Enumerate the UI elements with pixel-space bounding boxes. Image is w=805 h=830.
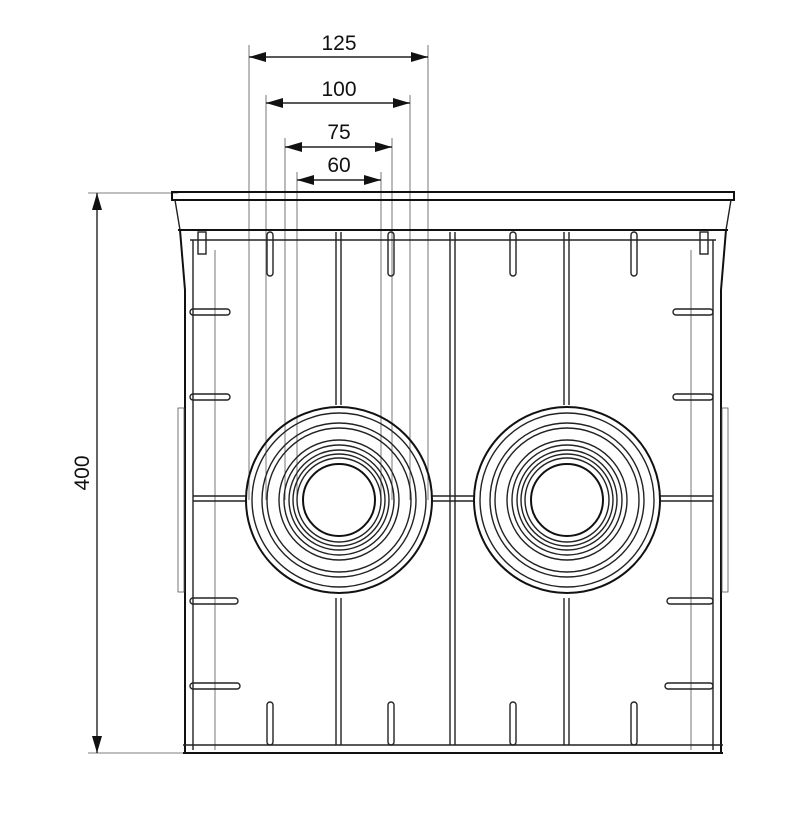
dimension-125: 125 xyxy=(248,32,429,500)
dimension-400-label: 400 xyxy=(71,455,94,490)
dimension-75: 75 xyxy=(284,121,393,500)
dimension-125-label: 125 xyxy=(321,32,356,55)
dimension-75-label: 75 xyxy=(327,121,350,144)
dimension-400: 400 xyxy=(71,192,185,754)
right-pipe-knockout xyxy=(473,406,661,594)
vertical-ribs xyxy=(266,231,638,746)
box-body xyxy=(171,191,735,754)
horizontal-ribs xyxy=(189,308,714,690)
dimension-60-label: 60 xyxy=(327,154,350,177)
left-pipe-knockout xyxy=(245,406,433,594)
dimension-100-label: 100 xyxy=(321,78,356,101)
dimension-100: 100 xyxy=(265,78,411,500)
dimension-60: 60 xyxy=(296,154,382,500)
